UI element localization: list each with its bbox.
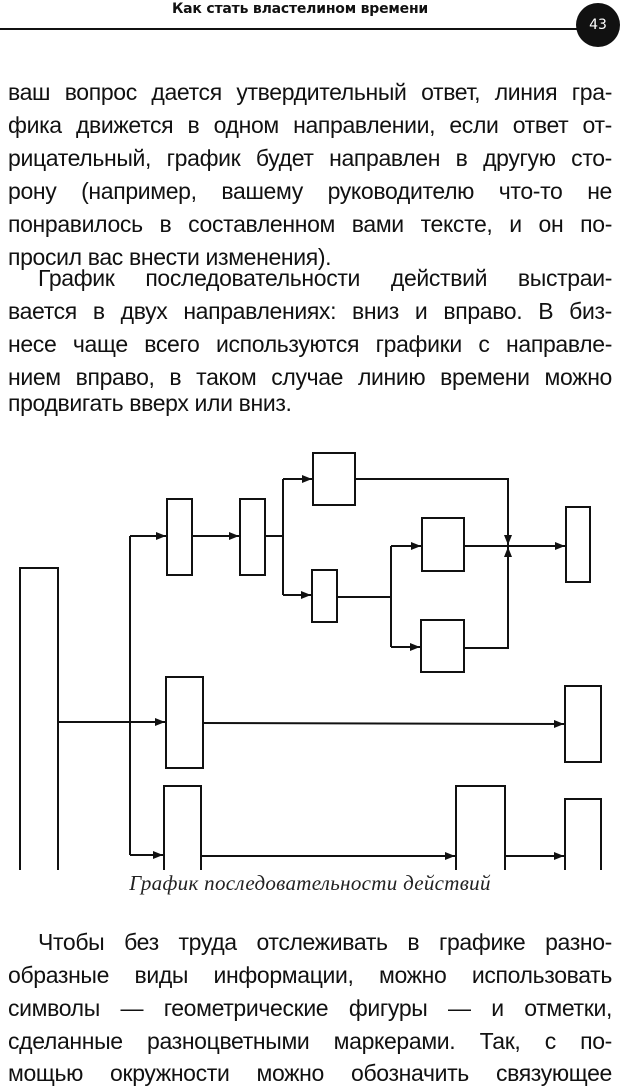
text-line: Чтобы без труда отслеживать в графике ра…	[38, 929, 612, 955]
action-sequence-diagram	[19, 452, 602, 870]
text-line: символы — геометрические фигуры — и отме…	[8, 995, 612, 1021]
text-line: понравилось в составленном вами тексте, …	[8, 211, 612, 237]
text-line: рону (например, вашему руководителю что-…	[8, 178, 612, 204]
text-line: продвигать вверх или вниз.	[8, 390, 292, 416]
diagram-box	[421, 517, 465, 572]
diagram-box	[311, 569, 338, 623]
text-line: рицательный, график будет направлен в др…	[8, 145, 612, 171]
page-number-badge: 43	[576, 3, 620, 47]
text-line: вается в двух направлениях: вниз и вправ…	[8, 298, 612, 324]
header-rule	[0, 28, 580, 30]
diagram-box-start	[19, 567, 59, 870]
diagram-box	[455, 785, 506, 870]
text-line: образные виды информации, можно использо…	[8, 962, 612, 988]
diagram-box-end	[565, 506, 591, 583]
running-header-title: Как стать властелином времени	[171, 1, 429, 17]
text-line: мощью окружности можно обозначить связую…	[8, 1060, 612, 1086]
diagram-box	[420, 619, 465, 673]
diagram-box	[166, 498, 193, 576]
text-line: График последовательности действий выстр…	[38, 265, 612, 291]
text-line: просил вас внести изменения).	[8, 244, 332, 270]
text-line: фика движется в одном направлении, если …	[8, 112, 612, 138]
text-line: несе чаще всего используются графики с н…	[8, 331, 612, 357]
arrow	[355, 478, 512, 545]
connector-line	[337, 546, 392, 647]
diagram-box	[165, 676, 204, 769]
connector-line	[265, 479, 284, 595]
diagram-box-end	[564, 798, 602, 870]
text-line: ваш вопрос дается утвердительный ответ, …	[8, 79, 612, 105]
figure-caption: График последовательности действий	[129, 871, 491, 895]
diagram-box	[239, 498, 266, 576]
text-line: сделанные разноцветными маркерами. Так, …	[8, 1028, 612, 1054]
arrow	[464, 547, 512, 649]
diagram-box-end	[564, 685, 602, 763]
diagram-box	[163, 785, 202, 870]
diagram-box	[312, 452, 356, 506]
arrow	[202, 719, 565, 728]
text-line: нием вправо, в таком случае линию времен…	[8, 364, 612, 390]
